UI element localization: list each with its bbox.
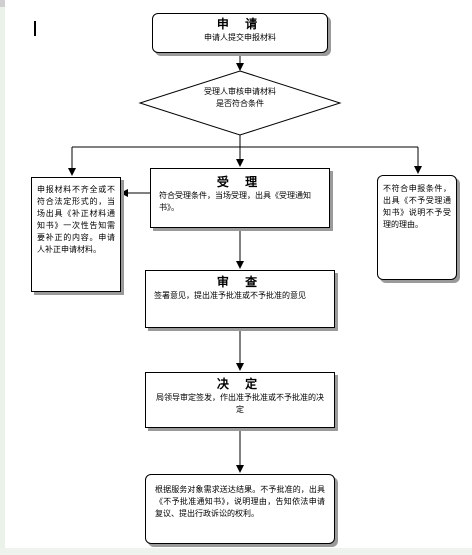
deliver-text: 根据服务对象需求送达结果。不予批准的，出具《不予批准通知书》，说明理由，告知依法… [155, 485, 325, 518]
reject-text: 不符合申报条件，出具《不予受理通知书》说明不予受理的理由。 [383, 184, 451, 229]
accept-box: 受 理 符合受理条件，当场受理，出具《受理通知书》。 [150, 168, 330, 228]
accept-text: 符合受理条件，当场受理，出具《受理通知书》。 [159, 191, 311, 212]
decide-box: 决 定 局领导审定签发，作出准予批准或不予批准的决定 [145, 372, 335, 428]
accept-title: 受 理 [216, 175, 264, 189]
review-condition-line1: 受理人审核申请材料 [204, 87, 276, 96]
text-cursor [34, 21, 36, 36]
review-condition-text: 受理人审核申请材料 是否符合条件 [185, 86, 295, 110]
examine-box: 审 查 签署意见，提出准予批准或不予批准的意见 [145, 270, 335, 328]
examine-title: 审 查 [216, 275, 264, 289]
review-condition-line2: 是否符合条件 [216, 99, 264, 108]
bottom-margin-strip [0, 548, 472, 555]
examine-text: 签署意见，提出准予批准或不予批准的意见 [154, 291, 306, 300]
apply-box: 申 请 申请人提交申报材料 [152, 13, 328, 53]
deliver-box: 根据服务对象需求送达结果。不予批准的，出具《不予批准通知书》，说明理由，告知依法… [145, 474, 335, 544]
reject-box: 不符合申报条件，出具《不予受理通知书》说明不予受理的理由。 [377, 175, 457, 280]
incomplete-materials-text: 申报材料不齐全或不符合法定形式的，当场出具《补正材料通知书》一次性告知需要补正的… [37, 185, 115, 254]
left-margin-strip [0, 0, 5, 555]
apply-title: 申 请 [216, 17, 264, 31]
incomplete-materials-box: 申报材料不齐全或不符合法定形式的，当场出具《补正材料通知书》一次性告知需要补正的… [31, 177, 121, 292]
decide-text: 局领导审定签发，作出准予批准或不予批准的决定 [156, 393, 324, 414]
apply-text: 申请人提交申报材料 [204, 33, 276, 42]
left-margin-mark [0, 0, 5, 7]
decide-title: 决 定 [216, 377, 264, 391]
